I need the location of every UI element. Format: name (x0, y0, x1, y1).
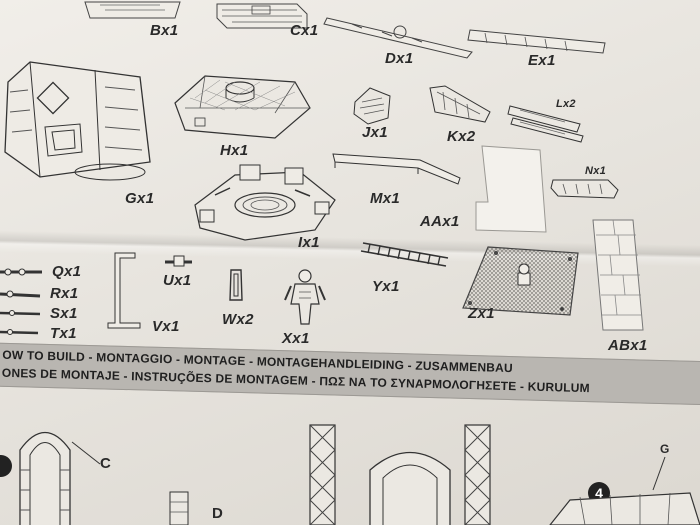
part-t-label: Tx1 (50, 325, 77, 342)
part-y-label: Yx1 (372, 278, 400, 295)
part-z-drawing (462, 246, 579, 316)
assembly-pillar-right-drawing (464, 424, 491, 525)
part-r-label: Rx1 (50, 285, 79, 302)
part-e-label: Ex1 (528, 52, 556, 69)
leader-line-c (71, 441, 101, 465)
part-h-label: Hx1 (220, 142, 249, 159)
part-s-label: Sx1 (50, 305, 78, 322)
part-h-drawing (174, 75, 311, 139)
part-i-drawing (194, 164, 336, 241)
part-n-label: Nx1 (585, 165, 607, 177)
part-c-label: Cx1 (290, 22, 319, 39)
part-l-label: Lx2 (556, 98, 576, 110)
leader-line-g (652, 456, 666, 491)
part-k-drawing (429, 85, 491, 123)
label-c: C (100, 455, 112, 472)
part-t-drawing (0, 329, 39, 335)
part-m-label: Mx1 (370, 190, 401, 207)
part-c-drawing (216, 3, 308, 29)
assembly-pillar-left-drawing (309, 424, 336, 525)
part-l-drawing (507, 105, 584, 143)
part-aa-label: AAx1 (420, 213, 460, 230)
assembly-arch-drawing (369, 451, 451, 525)
part-ab-label: ABx1 (608, 337, 648, 354)
part-k-label: Kx2 (447, 128, 476, 145)
assembly-base-drawing (549, 492, 700, 525)
part-j-label: Jx1 (362, 124, 388, 141)
part-j-drawing (353, 87, 391, 125)
part-g-drawing (4, 61, 151, 181)
label-d: D (212, 505, 224, 522)
part-aa-drawing (475, 145, 547, 233)
part-z-label: Zx1 (468, 305, 495, 322)
part-u-drawing (165, 255, 192, 267)
part-ab-drawing (592, 219, 644, 331)
part-s-drawing (0, 310, 41, 316)
part-m-drawing (332, 153, 461, 185)
part-w-label: Wx2 (222, 311, 254, 328)
part-r-drawing (0, 290, 41, 298)
part-i-label: Ix1 (298, 234, 320, 251)
step-badge-partial (0, 455, 12, 477)
part-d-drawing (323, 17, 473, 59)
label-g: G (660, 442, 670, 456)
part-v-drawing (107, 252, 141, 329)
part-b-label: Bx1 (150, 22, 179, 39)
part-q-drawing (0, 268, 42, 276)
part-x-drawing (284, 269, 326, 325)
assembly-gate-drawing (19, 432, 71, 525)
part-y-drawing (360, 242, 449, 267)
part-n-drawing (550, 179, 619, 199)
part-x-label: Xx1 (282, 330, 310, 347)
instruction-banner: OW TO BUILD - MONTAGGIO - MONTAGE - MONT… (0, 342, 700, 406)
part-e-drawing (467, 29, 606, 54)
part-v-label: Vx1 (152, 318, 180, 335)
part-g-label: Gx1 (125, 190, 155, 207)
assembly-pillar-small-drawing (169, 491, 189, 525)
part-q-label: Qx1 (52, 263, 82, 280)
part-d-label: Dx1 (385, 50, 414, 67)
part-b-drawing (84, 1, 181, 19)
part-u-label: Ux1 (163, 272, 192, 289)
part-w-drawing (229, 269, 243, 301)
